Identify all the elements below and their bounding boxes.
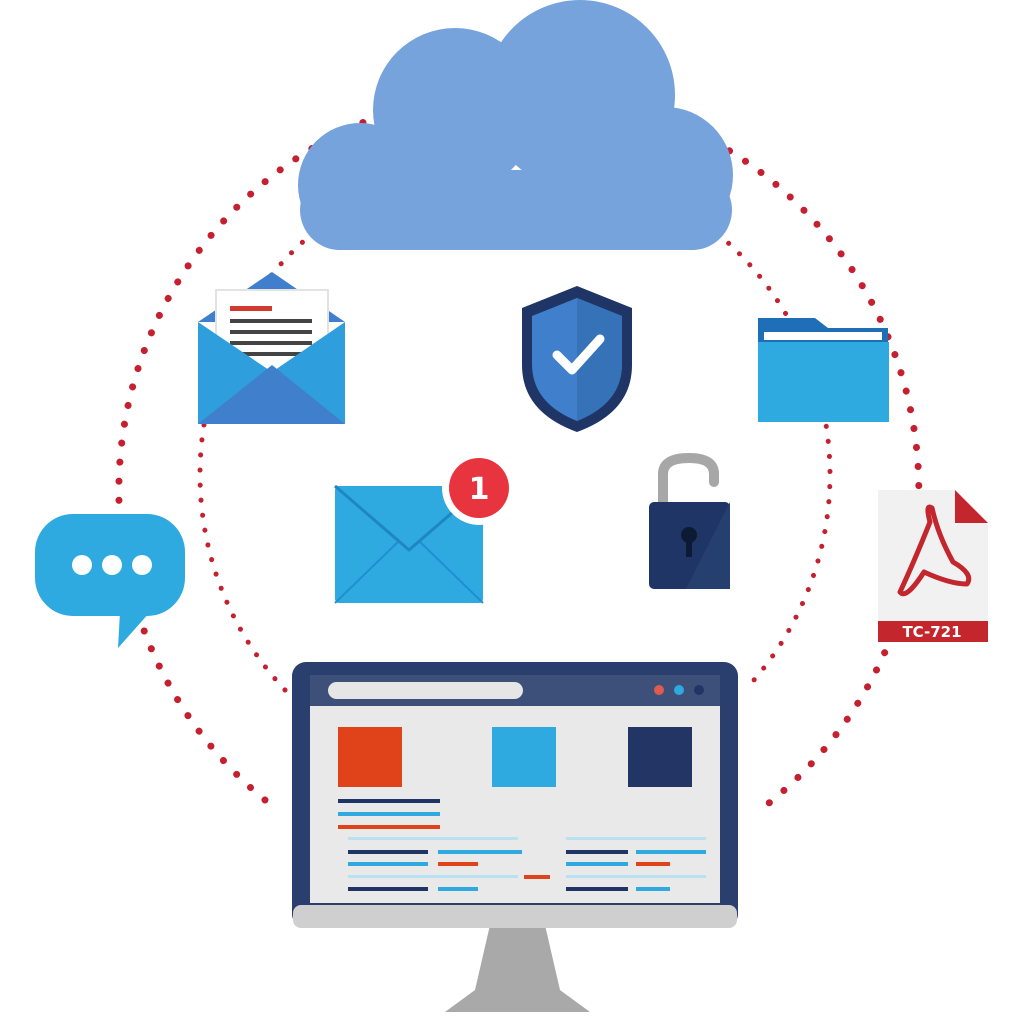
- content-line: [348, 850, 428, 854]
- content-line: [636, 887, 670, 891]
- shield-check-icon: [522, 286, 632, 432]
- content-line: [438, 862, 478, 866]
- content-line: [566, 887, 628, 891]
- typing-dot: [72, 555, 92, 575]
- content-tile: [628, 727, 692, 787]
- content-tile: [338, 727, 402, 787]
- content-line: [524, 875, 550, 879]
- monitor-icon: [292, 662, 738, 1012]
- window-control-close: [654, 685, 664, 695]
- content-line: [566, 850, 628, 854]
- content-tile: [492, 727, 556, 787]
- content-line: [636, 862, 670, 866]
- pdf-document-icon: TC-721: [878, 490, 988, 642]
- mail-notification-icon: 1: [334, 451, 516, 604]
- content-line: [438, 850, 522, 854]
- content-line: [338, 825, 440, 829]
- window-control-minimize: [674, 685, 684, 695]
- content-line: [566, 862, 628, 866]
- checkmark-icon: [552, 334, 605, 375]
- unlocked-padlock-icon: [649, 452, 730, 589]
- acrobat-logo-icon: [897, 504, 972, 597]
- monitor-stand: [445, 925, 590, 1012]
- folder-icon: [758, 318, 889, 422]
- cloud-icon: [298, 0, 733, 250]
- notification-badge: 1: [442, 451, 516, 525]
- content-line: [566, 837, 706, 840]
- content-line: [348, 875, 518, 878]
- typing-dot: [102, 555, 122, 575]
- content-line: [566, 875, 706, 878]
- content-line: [348, 862, 428, 866]
- content-line: [438, 887, 478, 891]
- open-envelope-icon: [198, 272, 345, 424]
- notification-count: 1: [469, 472, 490, 507]
- browser-address-bar: [328, 682, 523, 699]
- content-line: [348, 887, 428, 891]
- content-line: [636, 850, 706, 854]
- typing-dot: [132, 555, 152, 575]
- window-control-maximize: [694, 685, 704, 695]
- content-line: [348, 837, 518, 840]
- content-line: [338, 812, 440, 816]
- pdf-document-label: TC-721: [902, 623, 961, 641]
- chat-bubble-icon: [35, 514, 185, 648]
- content-line: [338, 799, 440, 803]
